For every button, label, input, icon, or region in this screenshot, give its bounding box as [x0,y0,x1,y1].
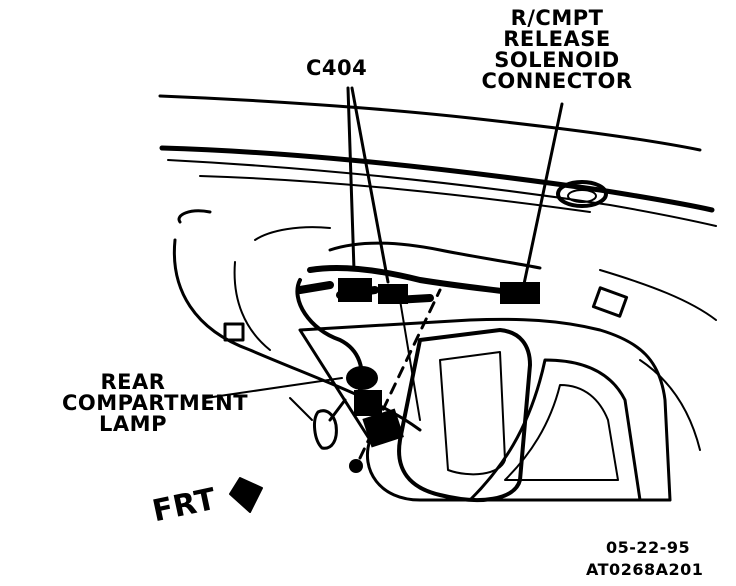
dashed-pivot [358,288,442,460]
lamp-leader [205,377,343,399]
solenoid-label-line-4: CONNECTOR [481,69,633,93]
c404-label: C404 [306,56,368,80]
lamp-label-line-2: COMPARTMENT [62,391,249,415]
lid-rear-edge [158,94,702,152]
lid-inner-line [167,159,717,227]
front-arrow-shape [229,477,263,513]
inner-panel-right-ring [468,358,642,502]
lid-top-line [159,145,715,213]
solenoid-leader [522,102,564,286]
c404-connector [338,278,372,302]
right-tab [591,286,629,318]
access-hole [556,180,608,208]
stamp-code: AT0268A201 [586,560,704,579]
c404-leader-2 [350,86,390,284]
rear-lamp-label: REAR COMPARTMENT LAMP [62,370,249,436]
solenoid-label-line-3: SOLENOID [494,48,620,72]
solenoid-connector-label: R/CMPT RELEASE SOLENOID CONNECTOR [472,8,642,92]
solenoid-connector [500,282,540,304]
lamp-label-line-1: REAR [100,370,166,394]
inner-panel-outer [298,317,672,502]
lamp-bulb [313,409,338,450]
solenoid-label-line-2: RELEASE [503,27,611,51]
lamp-housing [346,366,378,390]
solenoid-label-line-1: R/CMPT [510,6,604,30]
c404-leader-1 [346,86,356,272]
small-clip [223,322,245,342]
lamp-label-line-3: LAMP [99,412,167,436]
stamp-date: 05-22-95 [606,538,691,557]
